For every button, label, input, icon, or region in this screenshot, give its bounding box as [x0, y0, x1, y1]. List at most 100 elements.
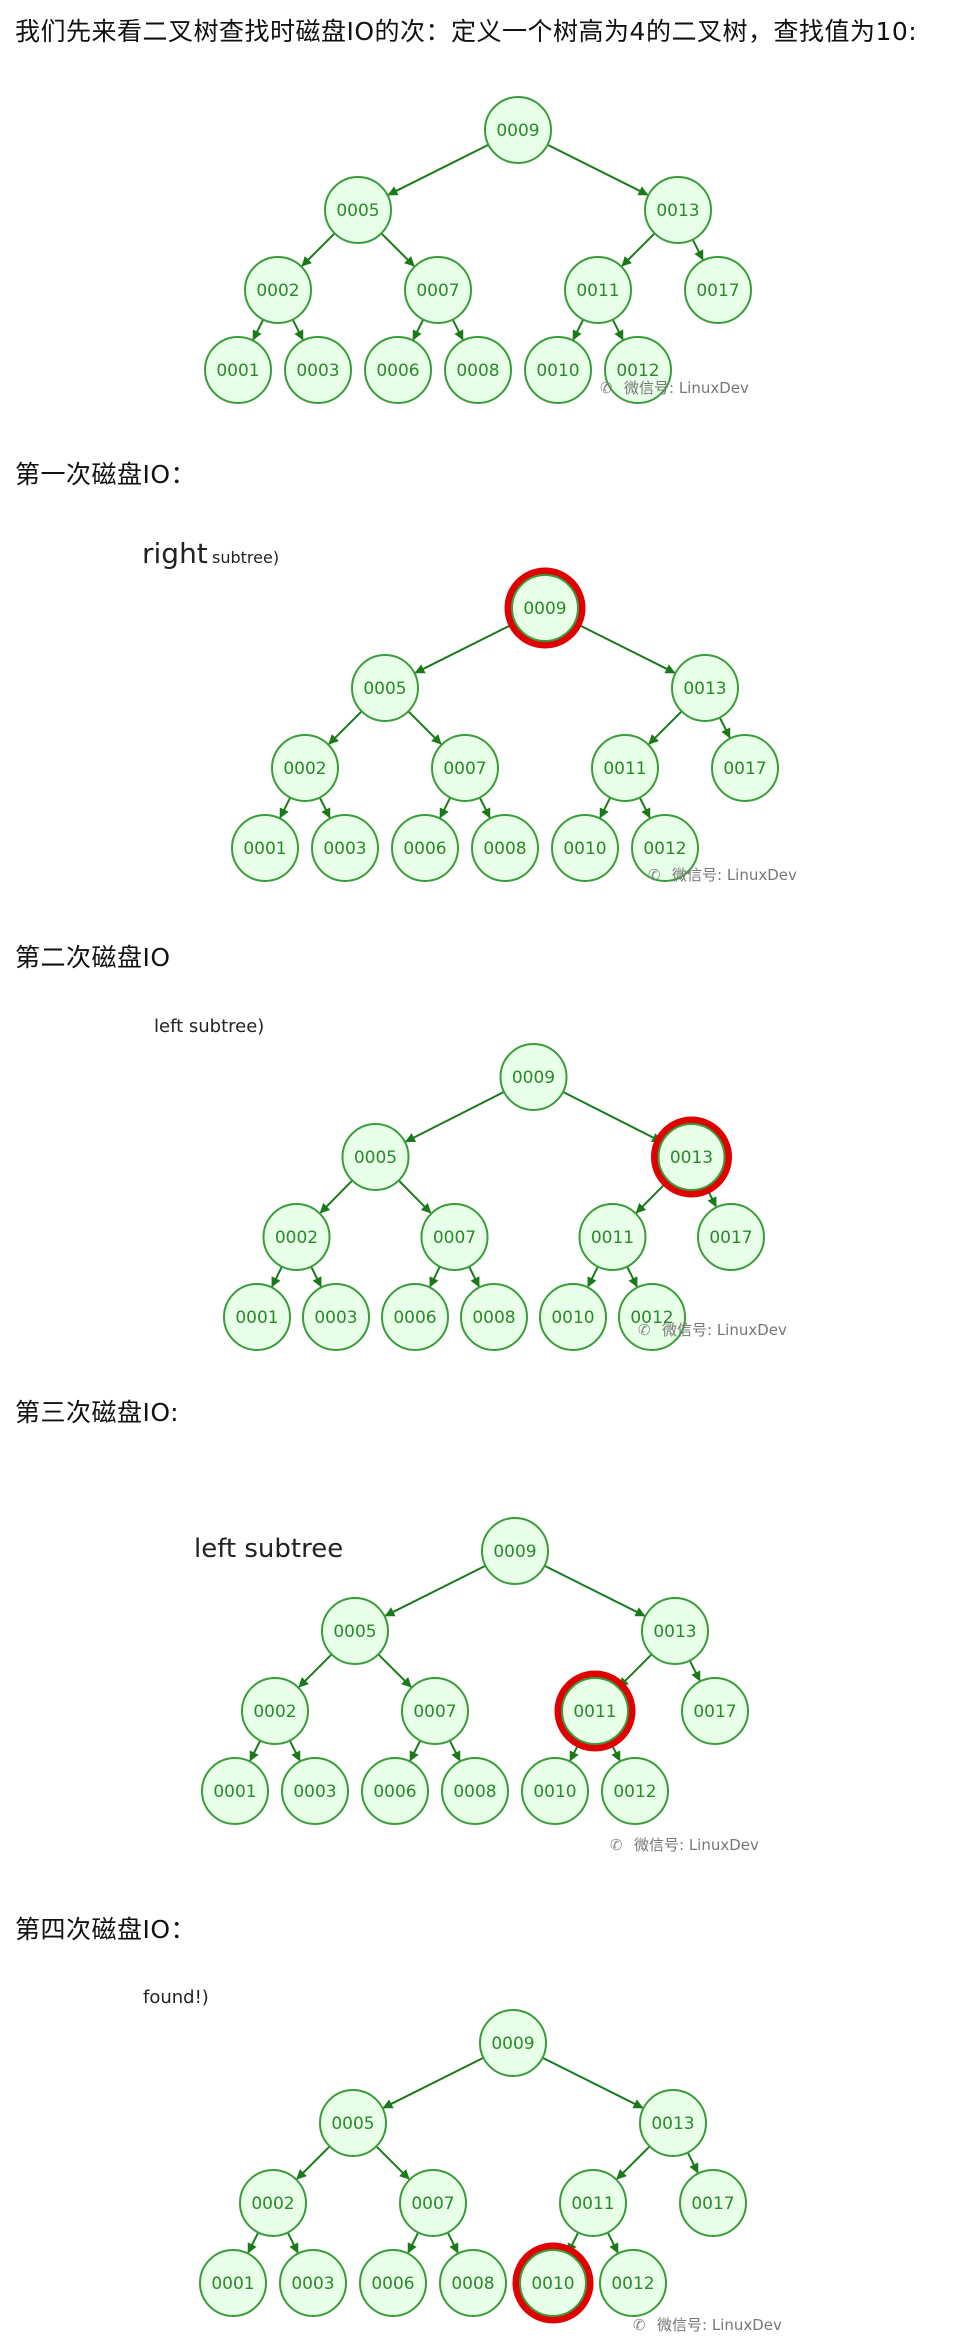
tree-node-label: 0005 — [336, 201, 379, 221]
tree-edge — [451, 319, 464, 341]
tree-node-label: 0010 — [531, 2274, 574, 2294]
tree-edge — [301, 232, 336, 267]
tree-edge — [635, 1179, 670, 1214]
tree-node — [281, 1757, 349, 1825]
tree-node — [684, 256, 752, 324]
tree-node — [359, 2249, 427, 2317]
wechat-icon: ✆ — [638, 1321, 651, 1339]
tree-node-label: 0008 — [456, 361, 499, 381]
tree-node-label: 0012 — [630, 1308, 673, 1328]
tree-node-label: 0013 — [656, 201, 699, 221]
tree-edge — [691, 239, 704, 261]
tree-node-label: 0009 — [496, 121, 539, 141]
panel-caption: left subtree) — [154, 1016, 264, 1037]
tree-node — [420, 1203, 489, 1271]
wechat-icon: ✆ — [648, 866, 661, 884]
highlight-ring — [504, 567, 586, 649]
tree-node — [239, 2169, 307, 2237]
tree-edge — [626, 1266, 638, 1288]
tree-node — [697, 1203, 765, 1271]
tree-node — [391, 814, 459, 882]
tree-node — [311, 814, 379, 882]
tree-edge — [547, 143, 649, 196]
tree-edge — [382, 2056, 484, 2109]
tree-node-label: 0008 — [483, 839, 526, 859]
tree-node — [444, 336, 512, 404]
tree-node — [351, 654, 419, 722]
tree-edge — [409, 1740, 422, 1762]
watermark-text: 微信号: LinuxDev — [634, 1836, 759, 1854]
tree-node-label: 0005 — [363, 679, 406, 699]
tree-edge — [616, 2145, 651, 2180]
tree-edge — [252, 319, 265, 341]
tree-node-label: 0006 — [393, 1308, 436, 1328]
tree-edge — [414, 621, 516, 674]
tree-node-label: 0017 — [693, 1702, 736, 1722]
tree-node-label: 0007 — [413, 1702, 456, 1722]
tree-node-label: 0005 — [333, 1622, 376, 1642]
tree-node-label: 0003 — [291, 2274, 334, 2294]
tree-node-label: 0012 — [616, 361, 659, 381]
panel-caption: right — [142, 537, 208, 570]
tree-node — [321, 1597, 389, 1665]
tree-node-label: 0002 — [251, 2194, 294, 2214]
tree-node-label: 0002 — [256, 281, 299, 301]
tree-node — [524, 336, 592, 404]
tree-node — [381, 1283, 449, 1351]
tree-node — [460, 1283, 528, 1351]
tree-node — [641, 1597, 709, 1665]
tree-node-label: 0012 — [643, 839, 686, 859]
tree-node — [711, 734, 779, 802]
tree-node-label: 0009 — [523, 599, 566, 619]
tree-node-label: 0006 — [371, 2274, 414, 2294]
io-step-2-heading: 第二次磁盘IO — [15, 943, 171, 972]
tree-node — [431, 734, 499, 802]
tree-node-label: 0002 — [283, 759, 326, 779]
tree-node-label: 0013 — [670, 1148, 713, 1168]
tree-edge — [296, 2145, 331, 2180]
tree-edge — [377, 1653, 412, 1688]
tree-node-label: 0010 — [536, 361, 579, 381]
tree-node — [479, 2009, 547, 2077]
tree-edge — [638, 797, 651, 819]
tree-node — [539, 1283, 607, 1351]
tree-edge — [375, 2145, 410, 2180]
tree-edge — [412, 319, 425, 341]
tree-node-label: 0005 — [354, 1148, 397, 1168]
tree-edge — [279, 797, 292, 819]
tree-node — [279, 2249, 347, 2317]
tree-node-label: 0011 — [576, 281, 619, 301]
wechat-watermark: ✆微信号: LinuxDev — [600, 379, 749, 397]
tree-node — [551, 814, 619, 882]
tree-node — [223, 1283, 291, 1351]
io-step-3-heading: 第三次磁盘IO: — [15, 1398, 180, 1427]
tree-node-label: 0010 — [551, 1308, 594, 1328]
tree-node-label: 0007 — [416, 281, 459, 301]
tree-node-label: 0005 — [331, 2114, 374, 2134]
tree-node — [399, 2169, 467, 2237]
tree-node-label: 0010 — [563, 839, 606, 859]
tree-node — [564, 256, 632, 324]
tree-edge — [688, 1660, 701, 1682]
tree-node-label: 0006 — [373, 1782, 416, 1802]
tree-node — [324, 176, 392, 244]
tree-node — [639, 2089, 707, 2157]
tree-node — [657, 1123, 726, 1191]
tree-node — [599, 2249, 667, 2317]
tree-node-label: 0013 — [651, 2114, 694, 2134]
tree-node — [401, 1677, 469, 1745]
tree-node-label: 0017 — [723, 759, 766, 779]
tree-node-label: 0011 — [603, 759, 646, 779]
tree-edge — [249, 1740, 262, 1762]
watermark-text: 微信号: LinuxDev — [672, 866, 797, 884]
tree-node-label: 0006 — [403, 839, 446, 859]
tree-node-label: 0003 — [296, 361, 339, 381]
panel-caption-small: subtree) — [212, 548, 279, 567]
tree-node — [604, 336, 672, 404]
tree-node — [364, 336, 432, 404]
watermark-text: 微信号: LinuxDev — [657, 2316, 782, 2334]
tree-edge — [611, 319, 624, 341]
tree-edge — [574, 621, 676, 674]
